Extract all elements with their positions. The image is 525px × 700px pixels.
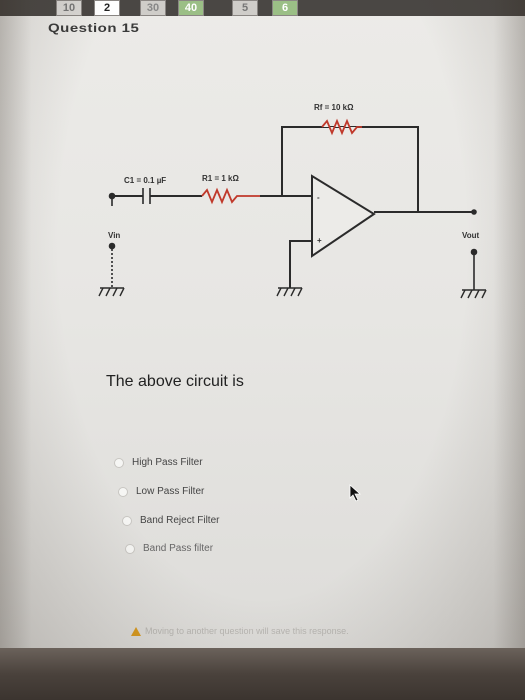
option-label: Band Reject Filter (140, 515, 220, 526)
answer-option[interactable]: High Pass Filter (114, 457, 203, 468)
option-label: Band Pass filter (143, 543, 214, 554)
vin-label: Vin (108, 231, 120, 240)
question-navigation: 10 2 30 40 5 6 (0, 0, 525, 16)
answer-option[interactable]: Low Pass Filter (118, 486, 204, 497)
answer-option[interactable]: Band Reject Filter (122, 515, 219, 526)
question-title: Question 15 (48, 21, 140, 36)
warning-text: Moving to another question will save thi… (145, 626, 349, 636)
vout-terminal (470, 248, 478, 290)
ground-icon (98, 287, 125, 297)
radio-button[interactable] (114, 457, 124, 468)
vout-label: Vout (462, 231, 480, 240)
c1-label: C1 = 0.1 µF (124, 176, 166, 185)
noninverting-input-wire (289, 240, 312, 288)
question-nav-button[interactable]: 10 (56, 0, 82, 16)
save-warning: Moving to another question will save thi… (131, 626, 349, 636)
op-amp (311, 174, 376, 258)
question-nav-button[interactable]: 6 (272, 0, 298, 16)
ground-icon (460, 289, 487, 299)
option-label: High Pass Filter (132, 457, 203, 468)
circuit-diagram: - + (98, 103, 487, 299)
question-nav-button[interactable]: 2 (94, 0, 120, 16)
plus-sign: + (317, 236, 322, 245)
radio-button[interactable] (125, 543, 135, 554)
question-nav-button[interactable]: 30 (140, 0, 166, 16)
minus-sign: - (317, 193, 320, 202)
capacitor-c1 (142, 188, 151, 204)
warning-icon (131, 626, 141, 636)
ground-icon (276, 287, 303, 297)
radio-button[interactable] (122, 515, 132, 526)
rf-label: Rf = 10 kΩ (314, 103, 354, 112)
question-nav-button[interactable]: 5 (232, 0, 258, 16)
question-nav-button[interactable]: 40 (178, 0, 204, 16)
resistor-r1 (201, 187, 260, 205)
answer-option[interactable]: Band Pass filter (125, 543, 213, 554)
mouse-cursor-icon (349, 484, 362, 502)
question-prompt: The above circuit is (106, 373, 244, 390)
option-label: Low Pass Filter (136, 486, 205, 497)
monitor-bezel (0, 648, 525, 700)
output-terminal (471, 209, 477, 215)
radio-button[interactable] (118, 486, 128, 497)
r1-label: R1 = 1 kΩ (202, 174, 239, 183)
vin-source (108, 192, 116, 288)
resistor-rf (321, 118, 362, 136)
